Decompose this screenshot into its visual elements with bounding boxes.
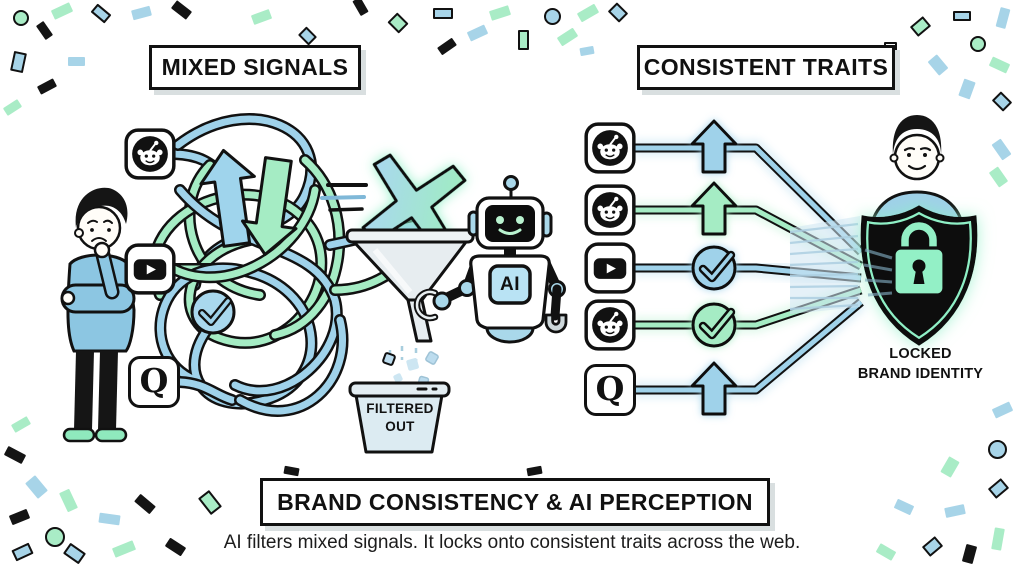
confetti-piece (909, 16, 932, 37)
confetti-piece (2, 99, 23, 116)
subtitle: AI filters mixed signals. It locks onto … (223, 532, 801, 553)
ai-robot-filter-illustration (345, 175, 568, 454)
quora-icon: Q (128, 356, 180, 408)
locked-brand-identity-illustration (789, 115, 978, 346)
youtube-badge (584, 242, 636, 294)
confetti-piece (953, 11, 971, 21)
reddit-icon (584, 184, 636, 236)
confetti-piece (59, 488, 78, 513)
main-title: BRAND CONSISTENCY & AI PERCEPTION (260, 478, 770, 526)
confetti-piece (970, 36, 986, 52)
check-icon (190, 289, 236, 335)
confetti-piece (544, 8, 561, 25)
reddit-badge (124, 128, 176, 180)
consistent-traits-title: CONSISTENT TRAITS (637, 45, 895, 90)
confetti-piece (98, 512, 121, 526)
arrow-up-icon (690, 119, 738, 174)
confetti-piece (556, 27, 579, 47)
arrow-up-icon (690, 181, 738, 236)
quora-icon: Q (584, 364, 636, 416)
reddit-icon (124, 128, 176, 180)
main-title-label: BRAND CONSISTENCY & AI PERCEPTION (277, 488, 753, 515)
confetti-piece (988, 440, 1007, 459)
confetti-piece (927, 54, 949, 76)
confetti-piece (170, 0, 193, 20)
check-icon (691, 302, 737, 348)
confetti-piece (131, 5, 152, 21)
youtube-badge (124, 243, 176, 295)
check-icon (691, 245, 737, 291)
confetti-piece (944, 504, 966, 518)
confetti-piece (579, 45, 595, 57)
confetti-piece (607, 2, 629, 23)
confetti-piece (940, 456, 960, 478)
confetti-piece (352, 0, 369, 17)
reddit-badge (584, 122, 636, 174)
ai-badge-label: AI (500, 273, 520, 295)
confetti-piece (10, 50, 27, 74)
confetti-piece (518, 30, 529, 50)
confetti-piece (250, 9, 273, 25)
reddit-icon (584, 122, 636, 174)
confetti-piece (25, 475, 48, 499)
speed-lines (320, 183, 368, 212)
confetti-piece (437, 37, 457, 56)
mixed-signals-label: MIXED SIGNALS (161, 54, 349, 80)
confetti-piece (987, 478, 1010, 499)
confetti-piece (68, 57, 85, 66)
confetti-piece (297, 26, 318, 46)
confetti-piece (36, 78, 58, 95)
confused-person-illustration (60, 187, 136, 443)
confetti-piece (8, 508, 31, 526)
upvote-arrow-icon (199, 148, 256, 248)
confetti-piece (35, 20, 54, 41)
filtered-out-label: FILTERED OUT (366, 401, 434, 434)
confetti-piece (958, 78, 976, 100)
confetti-piece (433, 8, 453, 19)
locked-brand-identity-label: LOCKED BRAND IDENTITY (857, 346, 984, 383)
reddit-icon (584, 299, 636, 351)
confetti-piece (13, 10, 29, 26)
shield-lock (860, 205, 978, 346)
quora-badge: Q (584, 364, 636, 416)
funnel-icon (345, 228, 475, 343)
filtered-out-basket (348, 381, 451, 454)
confetti-piece (283, 465, 300, 477)
quora-badge: Q (128, 356, 180, 408)
confetti-piece (387, 12, 409, 34)
confetti-piece (995, 7, 1011, 29)
confetti-piece (198, 489, 222, 516)
reddit-badge (584, 299, 636, 351)
confetti-piece (893, 498, 915, 516)
confetti-piece (90, 3, 112, 24)
ai-robot (413, 175, 568, 344)
arrow-up-icon (690, 361, 738, 416)
confetti-piece (576, 3, 600, 23)
downvote-arrow-icon (240, 156, 298, 257)
confetti-piece (488, 5, 512, 21)
confetti-piece (50, 2, 74, 20)
youtube-icon (584, 242, 636, 294)
consistent-traits-label: CONSISTENT TRAITS (643, 54, 889, 80)
confetti-piece (991, 401, 1014, 419)
confetti-piece (988, 56, 1011, 74)
confetti-piece (134, 493, 156, 515)
reddit-badge (584, 184, 636, 236)
youtube-icon (124, 243, 176, 295)
confetti-piece (526, 465, 543, 477)
confetti-piece (466, 24, 489, 42)
confetti-piece (45, 527, 65, 547)
mixed-signals-title: MIXED SIGNALS (149, 45, 361, 90)
